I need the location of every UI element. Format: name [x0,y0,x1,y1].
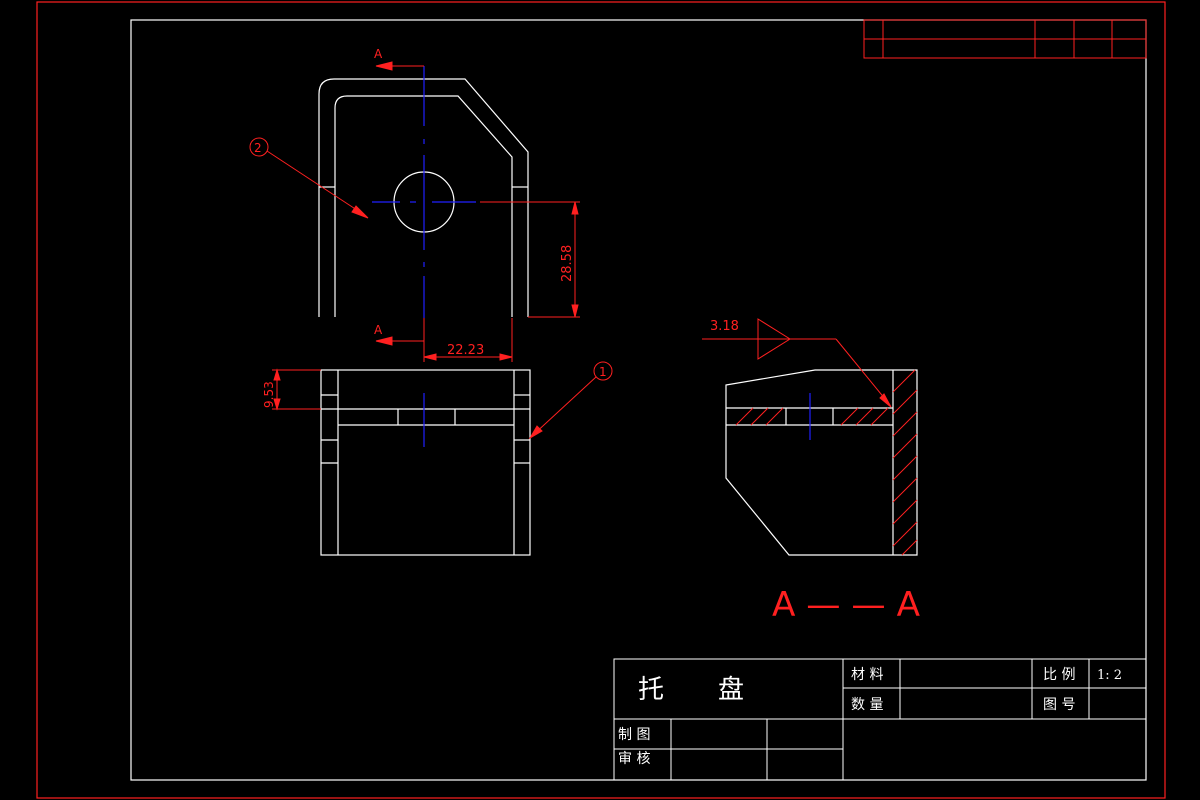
top-view-inner-outline [334,95,513,317]
reference-block [863,19,1147,59]
balloon-part-1-leader [528,376,597,440]
drawn-by-label: 制 图 [618,727,650,743]
title-block [613,658,1147,781]
balloon-part-2-label: 2 [254,141,262,155]
quantity-label: 数 量 [851,697,883,713]
dim-hole-offset [423,318,513,362]
section-hatching [735,369,918,556]
dim-hole-height-label: 28.58 [560,245,575,282]
scale-value: 1: 2 [1097,668,1122,683]
top-view-centerlines [372,66,476,318]
top-view-outer-outline [318,78,529,317]
balloon-part-2-leader [266,150,369,219]
scale-label: 比 例 [1043,667,1075,683]
section-view-label: A — — A [772,585,920,625]
dim-hole-offset-label: 22.23 [447,343,484,358]
dim-slot-height-label: 9.53 [262,381,276,408]
drawing-frame [130,19,1147,781]
part-name-char-1: 托 [638,675,664,705]
front-view [320,369,531,556]
weld-symbol [702,318,892,408]
balloon-part-1-label: 1 [599,365,607,379]
material-label: 材 料 [851,667,883,683]
drawing-number-label: 图 号 [1043,697,1075,713]
sheet-border [36,1,1166,799]
section-mark-top: A [374,47,383,61]
section-arrow-bottom [375,336,424,346]
dim-slot-height [272,368,321,411]
part-name-char-2: 盘 [718,675,744,705]
dim-hole-height [480,201,580,318]
weld-size-label: 3.18 [710,319,739,334]
section-mark-bottom: A [374,323,383,337]
balloon-part-2 [249,137,269,157]
section-view [725,369,918,556]
checked-by-label: 审 核 [618,751,650,767]
section-arrow-top [375,61,424,71]
balloon-part-1 [593,361,613,381]
